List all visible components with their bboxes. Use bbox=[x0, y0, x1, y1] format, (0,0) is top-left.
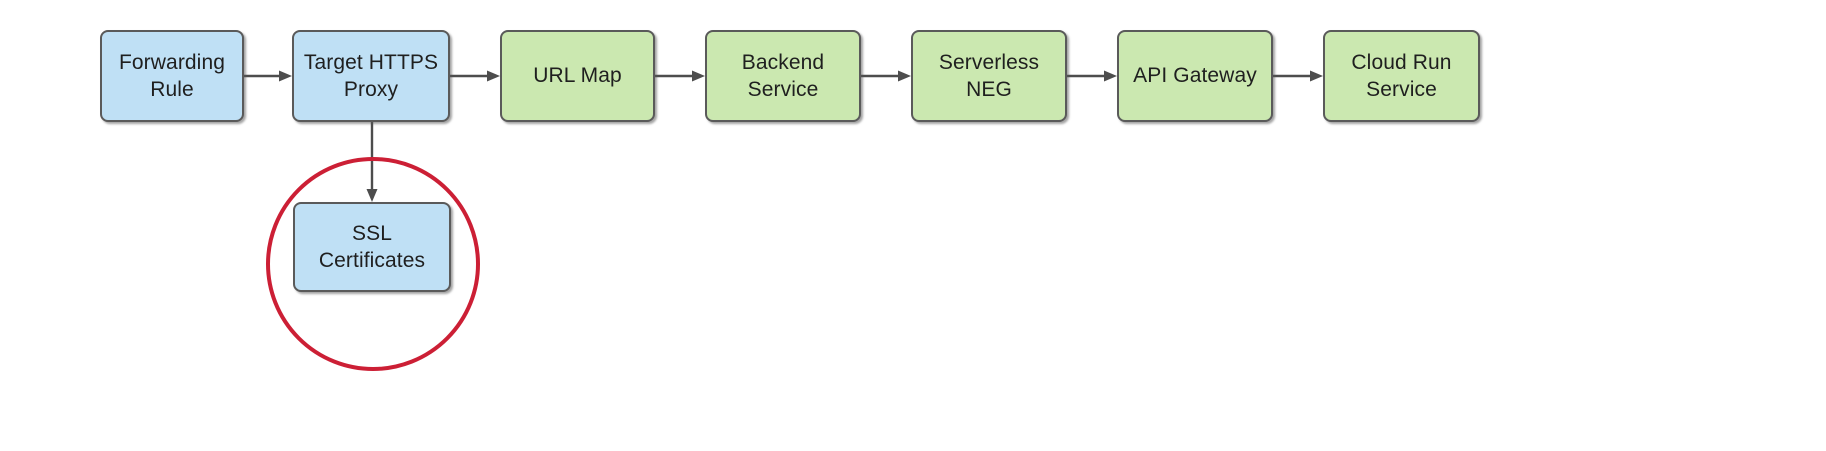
node-backend-service-label: Backend Service bbox=[741, 50, 825, 101]
node-api-gateway[interactable]: API Gateway bbox=[1117, 30, 1273, 122]
edge-serverless-neg-to-api-gateway bbox=[1067, 70, 1117, 82]
edge-backend-service-to-serverless-neg bbox=[861, 70, 911, 82]
edge-api-gateway-to-cloud-run-service bbox=[1273, 70, 1323, 82]
node-serverless-neg-label: Serverless NEG bbox=[938, 50, 1040, 101]
node-forwarding-rule[interactable]: Forwarding Rule bbox=[100, 30, 244, 122]
node-backend-service[interactable]: Backend Service bbox=[705, 30, 861, 122]
node-url-map[interactable]: URL Map bbox=[500, 30, 655, 122]
edge-url-map-to-backend-service bbox=[655, 70, 705, 82]
node-url-map-label: URL Map bbox=[533, 64, 622, 88]
node-cloud-run-service-label: Cloud Run Service bbox=[1351, 50, 1452, 101]
node-forwarding-rule-label: Forwarding Rule bbox=[118, 50, 226, 101]
node-api-gateway-label: API Gateway bbox=[1133, 64, 1257, 88]
edge-target-https-proxy-to-ssl-certificates bbox=[366, 122, 378, 202]
edge-target-https-proxy-to-url-map bbox=[450, 70, 500, 82]
node-ssl-certificates[interactable]: SSL Certificates bbox=[293, 202, 451, 292]
node-target-https-proxy[interactable]: Target HTTPS Proxy bbox=[292, 30, 450, 122]
node-serverless-neg[interactable]: Serverless NEG bbox=[911, 30, 1067, 122]
edge-forwarding-rule-to-target-https-proxy bbox=[244, 70, 292, 82]
node-ssl-certificates-label: SSL Certificates bbox=[318, 221, 426, 272]
node-target-https-proxy-label: Target HTTPS Proxy bbox=[303, 50, 439, 101]
node-cloud-run-service[interactable]: Cloud Run Service bbox=[1323, 30, 1480, 122]
